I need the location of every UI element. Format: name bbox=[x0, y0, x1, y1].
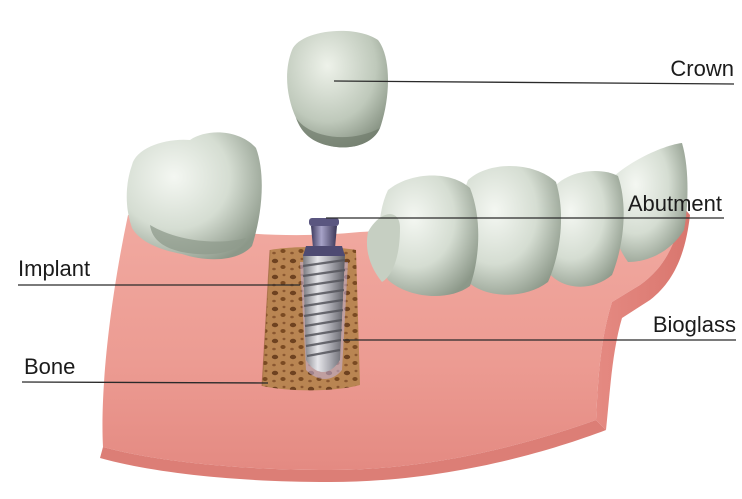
bioglass-label: Bioglass bbox=[653, 312, 736, 337]
implant-label: Implant bbox=[18, 256, 90, 281]
molar-tooth bbox=[127, 132, 262, 259]
crown-label: Crown bbox=[670, 56, 734, 81]
abutment-label: Abutment bbox=[628, 191, 722, 216]
bone-label: Bone bbox=[24, 354, 75, 379]
crown bbox=[287, 31, 388, 148]
implant-screw bbox=[303, 254, 345, 372]
crown-leader-line bbox=[334, 81, 734, 84]
